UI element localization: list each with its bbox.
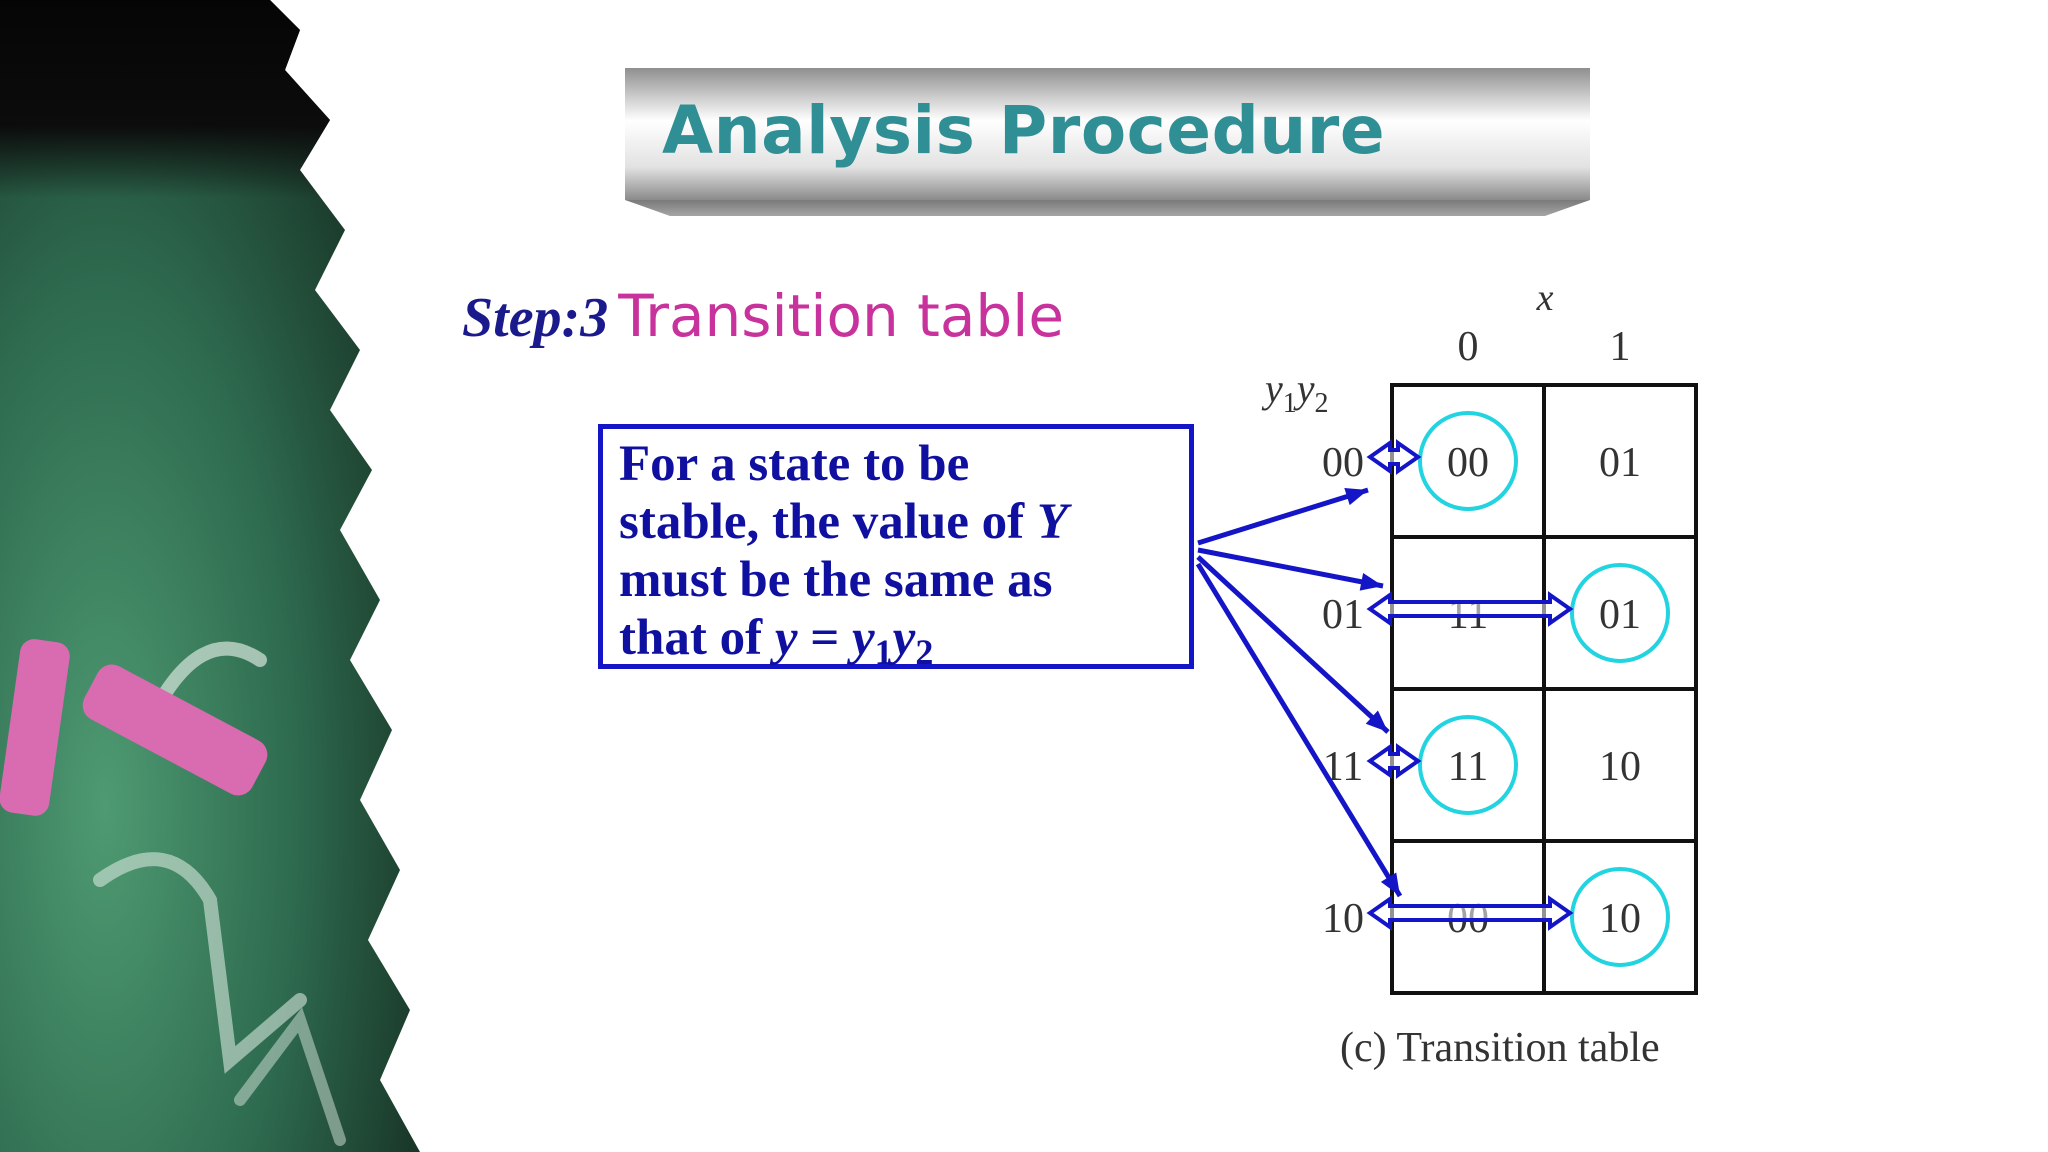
input-variable-label: x	[1536, 277, 1554, 319]
table-cell: 00	[1447, 440, 1489, 486]
explanation-line: For a state to be	[619, 436, 970, 492]
arrowhead	[1365, 710, 1388, 732]
table-cell: 01	[1599, 440, 1641, 486]
pointer-arrow	[1195, 562, 1403, 898]
table-cell: 11	[1448, 744, 1488, 790]
chalk-scribble	[93, 852, 307, 1074]
pointer-arrow	[1197, 487, 1369, 546]
stable-state-circle	[1418, 715, 1518, 815]
step-title: Transition table	[618, 282, 1065, 350]
explanation-line: that of y = y1y2	[619, 610, 934, 672]
page-title: Analysis Procedure	[662, 92, 1386, 169]
explanation-box: For a state to be stable, the value of Y…	[598, 424, 1194, 672]
title-banner	[625, 68, 1590, 216]
step-label: Step:3	[462, 287, 609, 349]
double-arrow	[1366, 895, 1574, 931]
table-cell: 10	[1599, 744, 1641, 790]
double-arrow	[1366, 439, 1422, 475]
stable-state-circle	[1570, 563, 1670, 663]
row-state-label: 00	[1322, 440, 1364, 486]
row-state-label: 01	[1322, 592, 1364, 638]
double-arrow	[1366, 591, 1574, 627]
arrowhead	[1380, 872, 1400, 896]
table-cell: 01	[1599, 592, 1641, 638]
explanation-line: stable, the value of Y	[619, 494, 1069, 550]
column-header: 0	[1458, 324, 1479, 370]
arrowhead	[1359, 572, 1383, 591]
explanation-line: must be the same as	[619, 552, 1053, 608]
stable-state-circle	[1418, 411, 1518, 511]
table-caption: (c) Transition table	[1340, 1025, 1660, 1071]
chalk-piece-icon	[0, 639, 268, 816]
chalkboard-shadow	[0, 0, 345, 360]
explanation-text: For a state to be stable, the value of Y…	[619, 435, 1173, 681]
column-header: 1	[1610, 324, 1631, 370]
row-variable-label: y1y2	[1261, 366, 1329, 419]
row-state-label: 10	[1322, 896, 1364, 942]
chalk-scribble	[234, 1007, 346, 1146]
pointer-arrow	[1196, 555, 1390, 734]
arrowhead	[1344, 487, 1368, 506]
pointer-arrow	[1197, 547, 1384, 589]
stable-state-circle	[1570, 867, 1670, 967]
table-cell: 10	[1599, 896, 1641, 942]
double-arrow	[1366, 743, 1422, 779]
